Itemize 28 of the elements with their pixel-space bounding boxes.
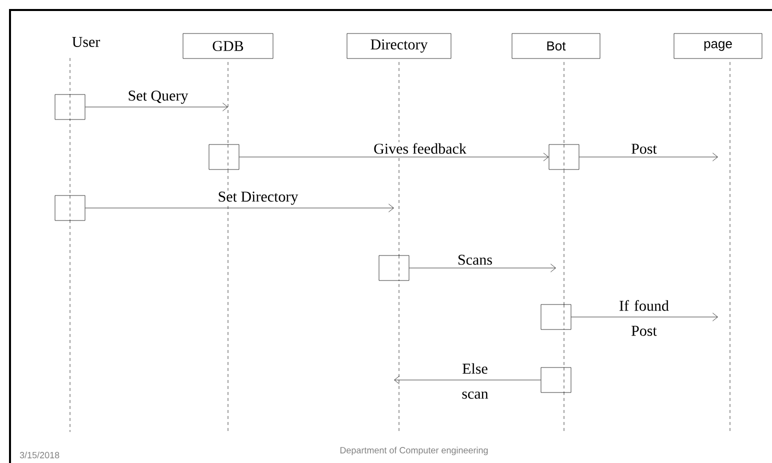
arrow — [239, 152, 549, 162]
activation-box — [208, 144, 240, 170]
arrow — [579, 152, 718, 162]
activation-box — [540, 367, 572, 393]
activation-box — [378, 255, 410, 281]
arrow — [571, 312, 718, 322]
lifeline-label: User — [72, 37, 100, 47]
date-label: 3/15/2018 — [20, 452, 60, 458]
activation-box — [54, 94, 86, 120]
footer-text: Department of Computer engineering — [340, 446, 488, 456]
lifeline-box: GDB — [182, 33, 274, 59]
lifeline-box: Directory — [346, 33, 452, 59]
edge-label: Gives feedback — [372, 142, 468, 155]
edge-label: Set Query — [126, 90, 190, 105]
edge-label: Post — [630, 142, 658, 155]
arrow — [394, 376, 541, 384]
activation-box — [540, 304, 572, 330]
activation-box — [548, 144, 580, 170]
arrow — [409, 264, 556, 272]
edge-label: Scans — [456, 254, 494, 266]
lifeline-box: page — [674, 33, 762, 59]
edge-label: Else scan — [462, 363, 488, 399]
edge-label: Set Directory — [216, 190, 300, 206]
activation-box — [54, 195, 86, 221]
arrow — [85, 204, 394, 212]
edge-label: If found Post — [620, 300, 669, 336]
arrow — [85, 102, 228, 112]
lifeline-box: Bot — [512, 33, 600, 59]
